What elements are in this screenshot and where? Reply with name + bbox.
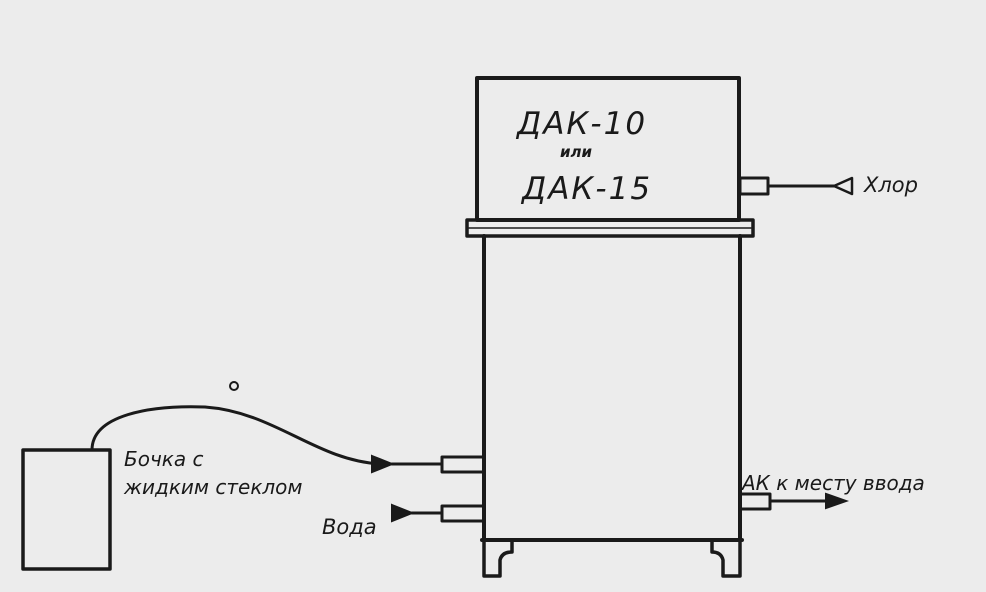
apparatus-lower-housing bbox=[480, 234, 744, 542]
apparatus-model-line2: ДАК-15 bbox=[520, 171, 652, 207]
output-label: АК к месту ввода bbox=[740, 471, 925, 495]
liquid-glass-nozzle bbox=[440, 455, 486, 474]
apparatus-right-leg bbox=[710, 538, 742, 578]
chlorine-label: Хлор bbox=[863, 173, 918, 197]
liquid-glass-barrel bbox=[21, 448, 112, 571]
apparatus-flange bbox=[465, 218, 755, 238]
water-label: Вода bbox=[322, 515, 377, 539]
water-nozzle bbox=[440, 504, 486, 523]
output-nozzle bbox=[738, 492, 772, 511]
output-arrow-icon bbox=[825, 492, 850, 510]
apparatus-model-or: или bbox=[560, 143, 592, 161]
apparatus-left-leg bbox=[482, 538, 514, 578]
water-arrow-icon bbox=[391, 503, 415, 523]
chlorine-arrow-icon bbox=[832, 176, 854, 196]
barrel-label-line2: жидким стеклом bbox=[123, 475, 303, 499]
liquid-glass-arrow-icon bbox=[371, 454, 395, 474]
apparatus-model-line1: ДАК-10 bbox=[515, 106, 647, 142]
small-circle-mark bbox=[229, 381, 239, 391]
chlorine-nozzle bbox=[738, 176, 770, 196]
liquid-glass-hose bbox=[90, 405, 382, 466]
barrel-label-line1: Бочка с bbox=[124, 447, 203, 471]
